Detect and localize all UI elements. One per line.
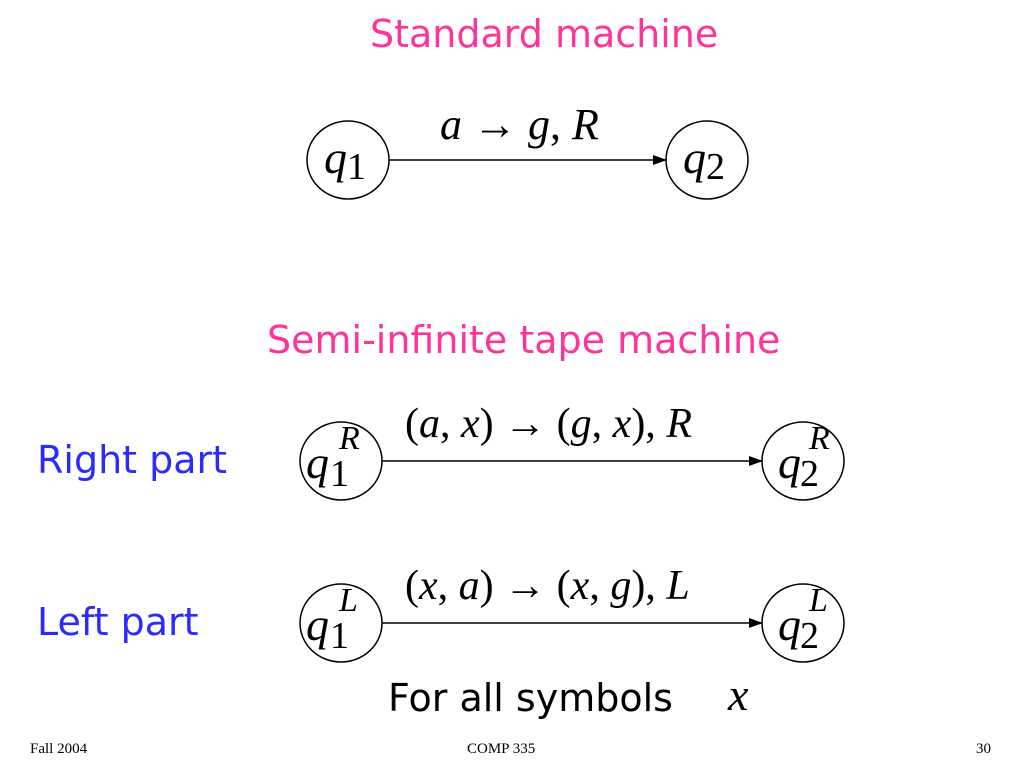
state-superscript: R: [339, 420, 360, 457]
left-transition-label: (x, a) → (x, g), L: [405, 562, 690, 610]
state-subscript: 2: [800, 615, 819, 657]
state-base: q: [683, 132, 706, 183]
footer-left: Fall 2004: [30, 741, 88, 757]
for-all-symbols-note: For all symbols: [388, 676, 673, 720]
write-symbol-a: x: [570, 563, 590, 609]
paren: ): [479, 563, 494, 609]
right-part-label: Right part: [37, 438, 228, 482]
read-symbol-a: a: [419, 401, 440, 447]
standard-state-q2: q2: [683, 131, 725, 188]
paren: (: [556, 401, 571, 447]
arrow-symbol: →: [473, 100, 517, 149]
paren: (: [405, 401, 419, 447]
state-base: q: [778, 437, 801, 488]
left-state-q1: q L 1: [306, 582, 376, 664]
state-base: q: [306, 437, 329, 488]
state-base: q: [324, 132, 347, 183]
read-symbol-b: a: [458, 563, 480, 609]
right-state-q2: q R 2: [778, 420, 848, 502]
left-state-q2: q L 2: [778, 582, 848, 664]
read-symbol-b: x: [461, 401, 480, 447]
state-superscript: R: [809, 420, 830, 457]
comma: ,: [437, 563, 449, 609]
write-symbol-b: x: [612, 401, 632, 447]
paren: ),: [631, 401, 656, 447]
move-direction: R: [666, 401, 692, 447]
move-direction: R: [572, 100, 599, 149]
footer-page-number: 30: [976, 741, 991, 757]
left-part-label: Left part: [37, 600, 199, 644]
standard-state-q1: q1: [324, 131, 366, 188]
paren: (: [556, 563, 571, 609]
state-superscript: L: [809, 582, 828, 619]
separator: ,: [550, 100, 561, 149]
state-subscript: 1: [330, 453, 349, 495]
state-superscript: L: [339, 582, 358, 619]
paren: ),: [631, 563, 656, 609]
standard-machine-heading: Standard machine: [370, 12, 719, 56]
footer-center: COMP 335: [467, 741, 536, 757]
semi-infinite-heading: Semi-infinite tape machine: [267, 318, 781, 362]
write-symbol-a: g: [570, 401, 592, 447]
move-direction: L: [666, 563, 690, 609]
right-state-q1: q R 1: [306, 420, 376, 502]
comma: ,: [591, 401, 603, 447]
state-base: q: [778, 599, 801, 650]
state-subscript: 1: [330, 615, 349, 657]
read-symbol-a: x: [419, 563, 438, 609]
state-subscript: 2: [706, 146, 725, 188]
state-subscript: 1: [347, 146, 366, 188]
read-symbol: a: [440, 100, 462, 149]
write-symbol-b: g: [610, 563, 632, 609]
paren: ): [479, 401, 494, 447]
paren: (: [405, 563, 419, 609]
comma: ,: [589, 563, 600, 609]
standard-transition-label: a → g, R: [440, 99, 599, 150]
arrow-symbol: →: [504, 401, 547, 447]
state-subscript: 2: [800, 453, 819, 495]
write-symbol: g: [528, 100, 550, 149]
state-base: q: [306, 599, 329, 650]
note-symbol: x: [728, 669, 749, 720]
right-transition-label: (a, x) → (g, x), R: [405, 400, 692, 448]
arrow-symbol: →: [504, 563, 547, 609]
comma: ,: [440, 401, 451, 447]
